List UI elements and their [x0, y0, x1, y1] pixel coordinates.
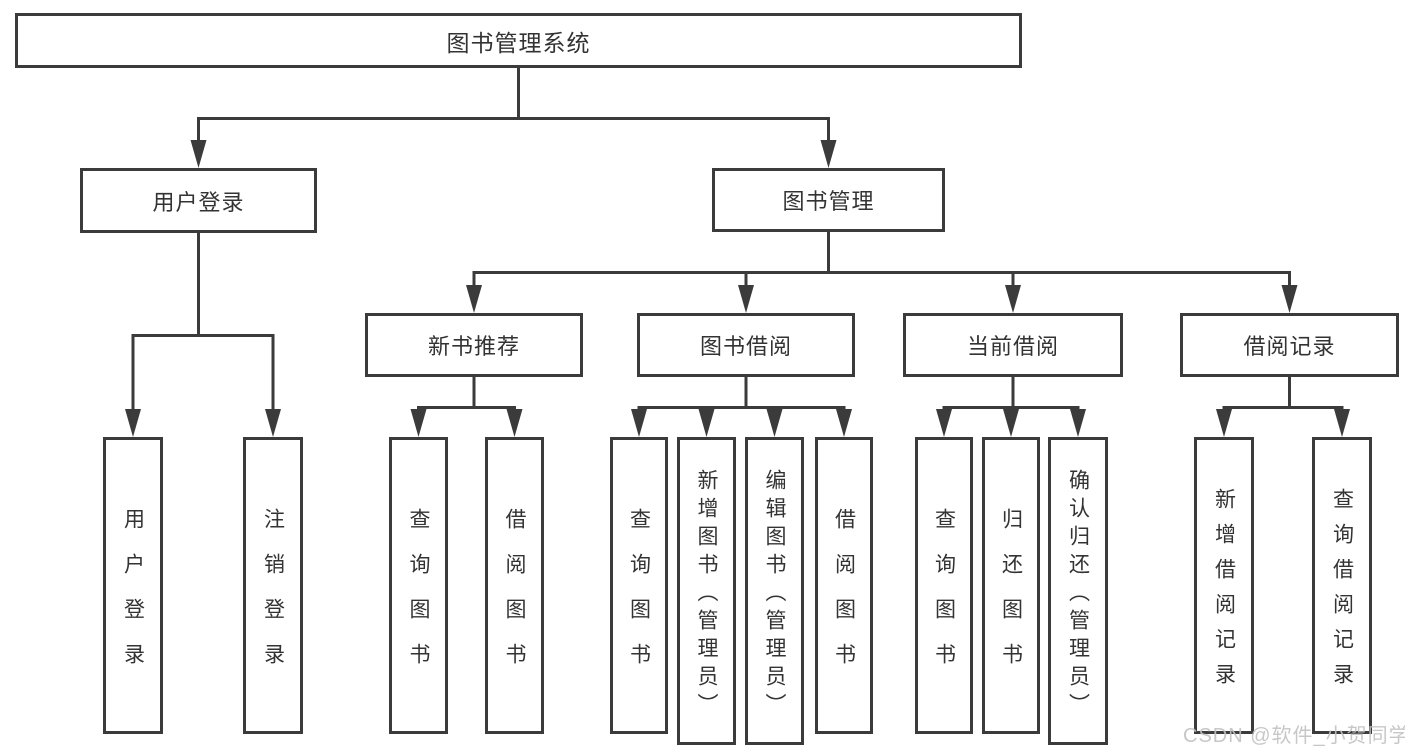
connector-root-to-level2: [190, 68, 837, 168]
arrowhead: [836, 409, 852, 437]
arrowhead: [1334, 409, 1350, 437]
node-borrow-records: 借阅记录: [1180, 313, 1399, 377]
leaf-add-book-admin-label: 新增图书（管理员）: [695, 468, 718, 721]
arrowhead: [936, 409, 952, 437]
arrowhead: [1070, 409, 1086, 437]
arrowhead: [1003, 409, 1019, 437]
node-borrow-records-label: 借阅记录: [1243, 334, 1336, 359]
arrowhead: [1281, 285, 1298, 313]
leaf-borrowsec-borrow-books: 借阅图书: [815, 437, 873, 734]
arrowhead: [1216, 409, 1232, 437]
connector-current-borrow: [936, 377, 1086, 437]
edge-line: [472, 271, 1291, 286]
leaf-borrowsec-query-books: 查询图书: [610, 437, 668, 734]
leaf-confirm-return-admin: 确认归还（管理员）: [1048, 437, 1108, 745]
connector-user-login-to-leaves: [125, 233, 281, 437]
node-book-management-label: 图书管理: [782, 189, 875, 214]
node-book-borrow: 图书借阅: [637, 313, 855, 377]
leaf-edit-book-admin-label: 编辑图书（管理员）: [763, 468, 786, 721]
edge-line: [417, 406, 516, 412]
node-user-login: 用户登录: [80, 168, 317, 233]
node-book-management: 图书管理: [712, 168, 945, 232]
leaf-logout: 注销登录: [243, 437, 303, 734]
edge-line: [637, 406, 846, 412]
arrowhead: [738, 285, 754, 313]
arrowhead: [698, 409, 715, 437]
arrowhead: [820, 140, 837, 168]
node-root-system-label: 图书管理系统: [446, 29, 591, 56]
arrowhead: [125, 409, 141, 437]
node-root-system: 图书管理系统: [15, 13, 1022, 68]
leaf-query-borrow-record-label: 查询借阅记录: [1330, 487, 1354, 698]
leaf-current-query-books-label: 查询图书: [932, 507, 956, 688]
edge-line: [197, 117, 830, 142]
connector-borrow-records: [1216, 377, 1350, 437]
connector-book-management-to-level3: [466, 232, 1298, 313]
leaf-query-borrow-record: 查询借阅记录: [1312, 437, 1372, 734]
leaf-user-login-label: 用户登录: [121, 507, 145, 688]
node-current-borrow: 当前借阅: [903, 313, 1123, 377]
node-new-book-recommend: 新书推荐: [365, 313, 583, 377]
arrowhead: [190, 140, 207, 168]
node-user-login-label: 用户登录: [152, 189, 245, 215]
arrowhead: [466, 285, 482, 313]
leaf-borrowsec-borrow-books-label: 借阅图书: [832, 507, 856, 688]
leaf-add-book-admin: 新增图书（管理员）: [677, 437, 736, 745]
leaf-logout-label: 注销登录: [261, 507, 285, 688]
leaf-recommend-query-books: 查询图书: [389, 437, 448, 734]
leaf-recommend-borrow-books-label: 借阅图书: [503, 507, 526, 688]
arrowhead: [410, 409, 427, 437]
leaf-recommend-borrow-books: 借阅图书: [485, 437, 544, 734]
leaf-confirm-return-admin-label: 确认归还（管理员）: [1066, 468, 1090, 721]
leaf-return-books: 归还图书: [982, 437, 1040, 734]
arrowhead: [1005, 285, 1021, 313]
arrowhead: [631, 409, 647, 437]
connector-new-book-recommend: [410, 377, 523, 437]
leaf-current-query-books: 查询图书: [915, 437, 973, 734]
leaf-return-books-label: 归还图书: [999, 507, 1023, 688]
edge-line: [1222, 406, 1344, 412]
leaf-edit-book-admin: 编辑图书（管理员）: [745, 437, 804, 745]
connector-book-borrow: [631, 377, 852, 437]
leaf-user-login: 用户登录: [103, 437, 163, 734]
node-new-book-recommend-label: 新书推荐: [427, 334, 520, 359]
node-current-borrow-label: 当前借阅: [966, 334, 1059, 359]
arrowhead: [265, 409, 281, 437]
leaf-recommend-query-books-label: 查询图书: [407, 507, 430, 688]
leaf-add-borrow-record-label: 新增借阅记录: [1212, 487, 1236, 698]
leaf-borrowsec-query-books-label: 查询图书: [627, 507, 651, 688]
node-book-borrow-label: 图书借阅: [699, 334, 792, 359]
csdn-watermark: CSDN @软件_小贺同学: [1183, 725, 1405, 747]
leaf-add-borrow-record: 新增借阅记录: [1194, 437, 1254, 734]
edge-line: [131, 334, 275, 410]
arrowhead: [766, 409, 783, 437]
arrowhead: [506, 409, 523, 437]
